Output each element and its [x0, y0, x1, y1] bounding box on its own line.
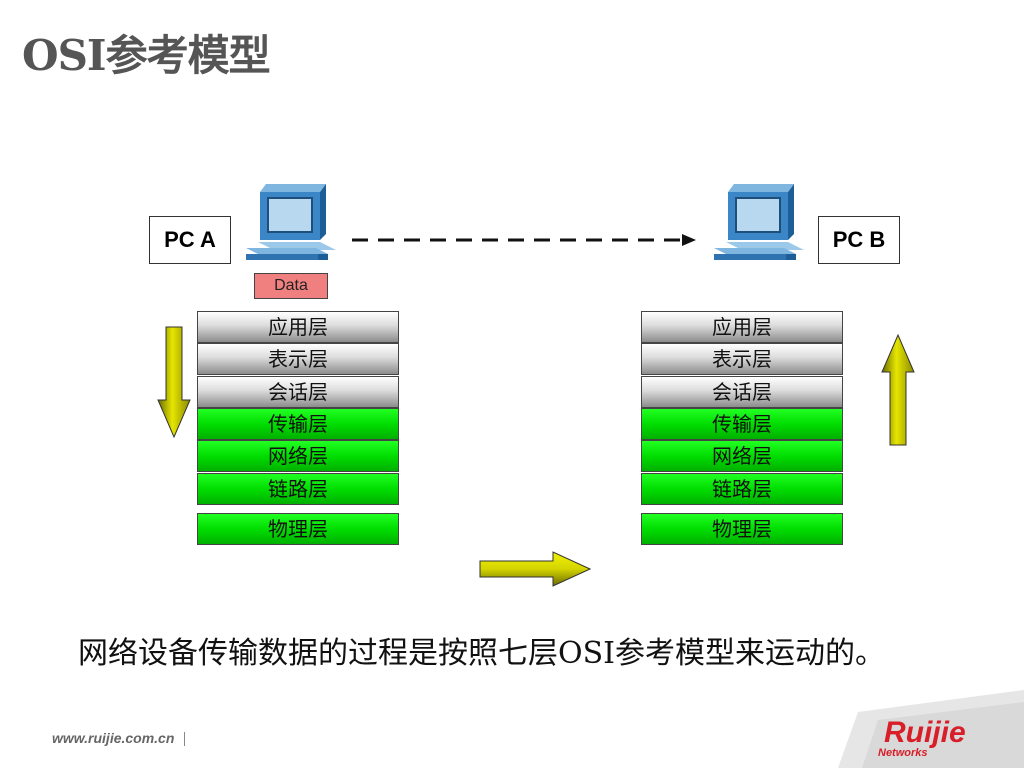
- pc-a-computer-icon: [246, 184, 336, 260]
- right-arrow-icon: [479, 551, 591, 587]
- layer-application: 应用层: [197, 311, 399, 343]
- layer-network: 网络层: [641, 440, 843, 472]
- layer-datalink: 链路层: [197, 473, 399, 505]
- pc-b-label: PC B: [818, 216, 900, 264]
- layer-transport: 传输层: [641, 408, 843, 440]
- caption-text: 网络设备传输数据的过程是按照七层OSI参考模型来运动的。: [78, 636, 885, 671]
- layer-network: 网络层: [197, 440, 399, 472]
- layer-physical: 物理层: [197, 513, 399, 545]
- data-tag: Data: [254, 273, 328, 299]
- layer-physical: 物理层: [641, 513, 843, 545]
- footer-divider: [184, 732, 185, 746]
- ruijie-logo: Ruijie Networks: [838, 690, 1024, 768]
- logo-sub-text: Networks: [878, 747, 928, 759]
- pc-b-computer-icon: [714, 184, 804, 260]
- down-arrow-icon: [157, 326, 191, 438]
- pc-a-label: PC A: [149, 216, 231, 264]
- layer-datalink: 链路层: [641, 473, 843, 505]
- layer-transport: 传输层: [197, 408, 399, 440]
- layer-session: 会话层: [641, 376, 843, 408]
- logo-brand-text: Ruijie: [884, 716, 966, 749]
- footer-url: www.ruijie.com.cn: [52, 730, 175, 746]
- layer-presentation: 表示层: [641, 343, 843, 375]
- layer-session: 会话层: [197, 376, 399, 408]
- connection-dashed-arrow: [352, 234, 696, 246]
- layer-presentation: 表示层: [197, 343, 399, 375]
- page-title: OSI参考模型: [22, 31, 271, 80]
- up-arrow-icon: [881, 334, 915, 446]
- layer-application: 应用层: [641, 311, 843, 343]
